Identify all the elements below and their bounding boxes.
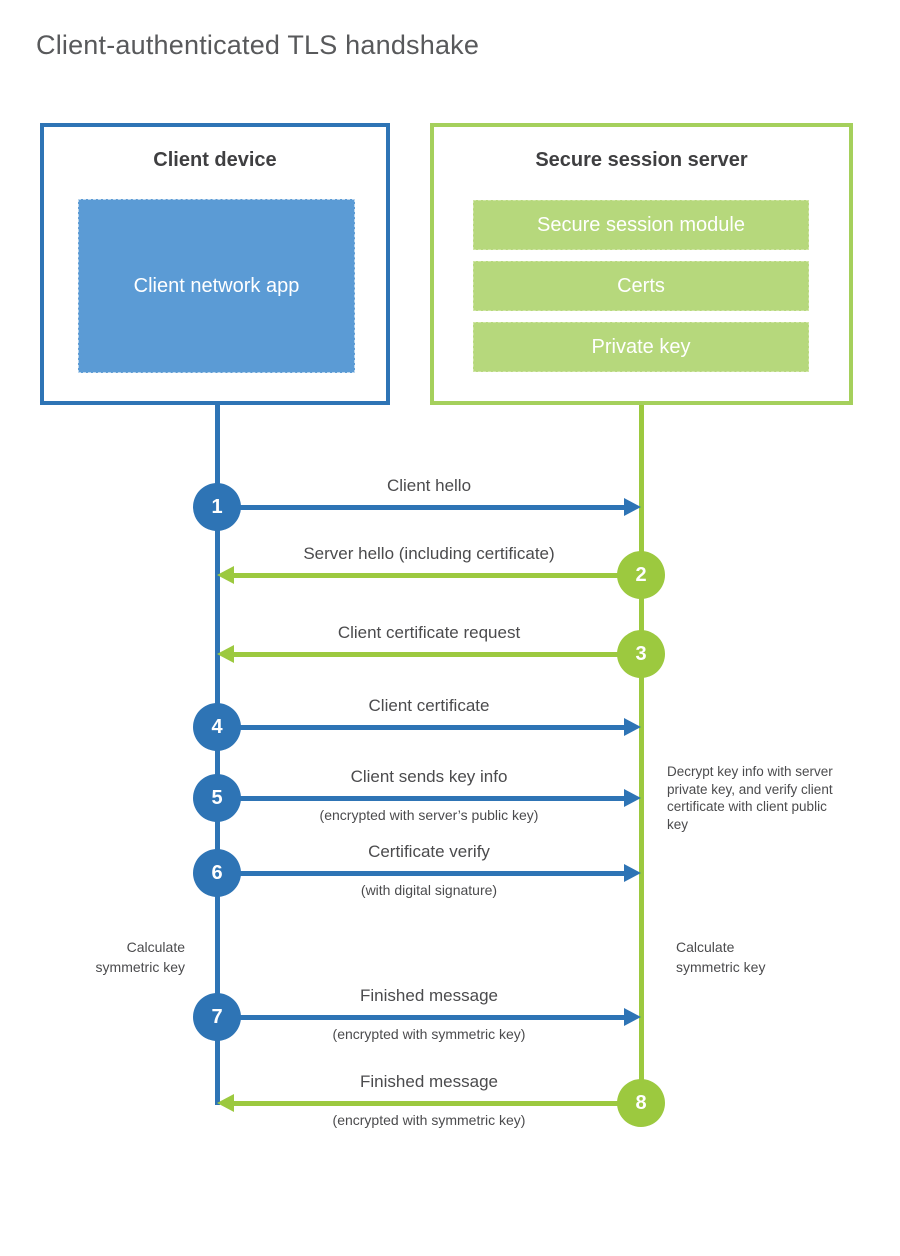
- note-decrypt-key-info: Decrypt key info with server private key…: [667, 764, 833, 832]
- arrow-line: [217, 1015, 627, 1020]
- client-network-app-box: Client network app: [78, 199, 355, 373]
- server-lifeline: [639, 405, 644, 1107]
- step-number-badge: 8: [617, 1079, 665, 1127]
- step-label: Client certificate request: [337, 623, 521, 642]
- client-network-app-label: Client network app: [133, 275, 300, 297]
- step-sublabel: (with digital signature): [360, 882, 498, 898]
- arrow-left-icon: [217, 566, 234, 584]
- step-label: Finished message: [360, 1072, 498, 1091]
- step-label: Client certificate: [368, 696, 490, 715]
- arrow-right-icon: [624, 1008, 641, 1026]
- client-lifeline: [215, 405, 220, 1105]
- arrow-line: [231, 652, 641, 657]
- step-label: Certificate verify: [368, 842, 490, 861]
- arrow-line: [217, 796, 627, 801]
- arrow-left-icon: [217, 1094, 234, 1112]
- step-label: Finished message: [360, 986, 498, 1005]
- step-sublabel: (encrypted with symmetric key): [332, 1026, 526, 1042]
- arrow-right-icon: [624, 864, 641, 882]
- step-label: Server hello (including certificate): [303, 544, 555, 563]
- secure-session-server-box: Secure session server Secure session mod…: [430, 123, 853, 405]
- step-label: Client hello: [386, 476, 472, 495]
- step-number-badge: 3: [617, 630, 665, 678]
- step-number-badge: 4: [193, 703, 241, 751]
- page-title: Client-authenticated TLS handshake: [36, 30, 480, 60]
- note-calculate-symmetric-key-server: Calculate symmetric key: [676, 939, 766, 975]
- step-sublabel: (encrypted with symmetric key): [332, 1112, 526, 1128]
- arrow-line: [217, 725, 627, 730]
- step-number-badge: 1: [193, 483, 241, 531]
- arrow-left-icon: [217, 645, 234, 663]
- arrow-right-icon: [624, 498, 641, 516]
- arrow-line: [217, 505, 627, 510]
- arrow-line: [231, 573, 641, 578]
- client-device-box: Client device Client network app: [40, 123, 390, 405]
- step-sublabel: (encrypted with server’s public key): [319, 807, 539, 823]
- server-module-private-key: Private key: [473, 322, 809, 372]
- step-number-badge: 7: [193, 993, 241, 1041]
- arrow-right-icon: [624, 718, 641, 736]
- arrow-line: [231, 1101, 641, 1106]
- step-label: Client sends key info: [350, 767, 508, 786]
- step-number-badge: 2: [617, 551, 665, 599]
- secure-session-server-title: Secure session server: [535, 149, 748, 171]
- server-module-secure-session: Secure session module: [473, 200, 809, 250]
- step-number-badge: 6: [193, 849, 241, 897]
- server-module-certs: Certs: [473, 261, 809, 311]
- arrow-right-icon: [624, 789, 641, 807]
- arrow-line: [217, 871, 627, 876]
- note-calculate-symmetric-key-client: Calculate symmetric key: [95, 939, 185, 975]
- client-device-title: Client device: [153, 149, 277, 171]
- step-number-badge: 5: [193, 774, 241, 822]
